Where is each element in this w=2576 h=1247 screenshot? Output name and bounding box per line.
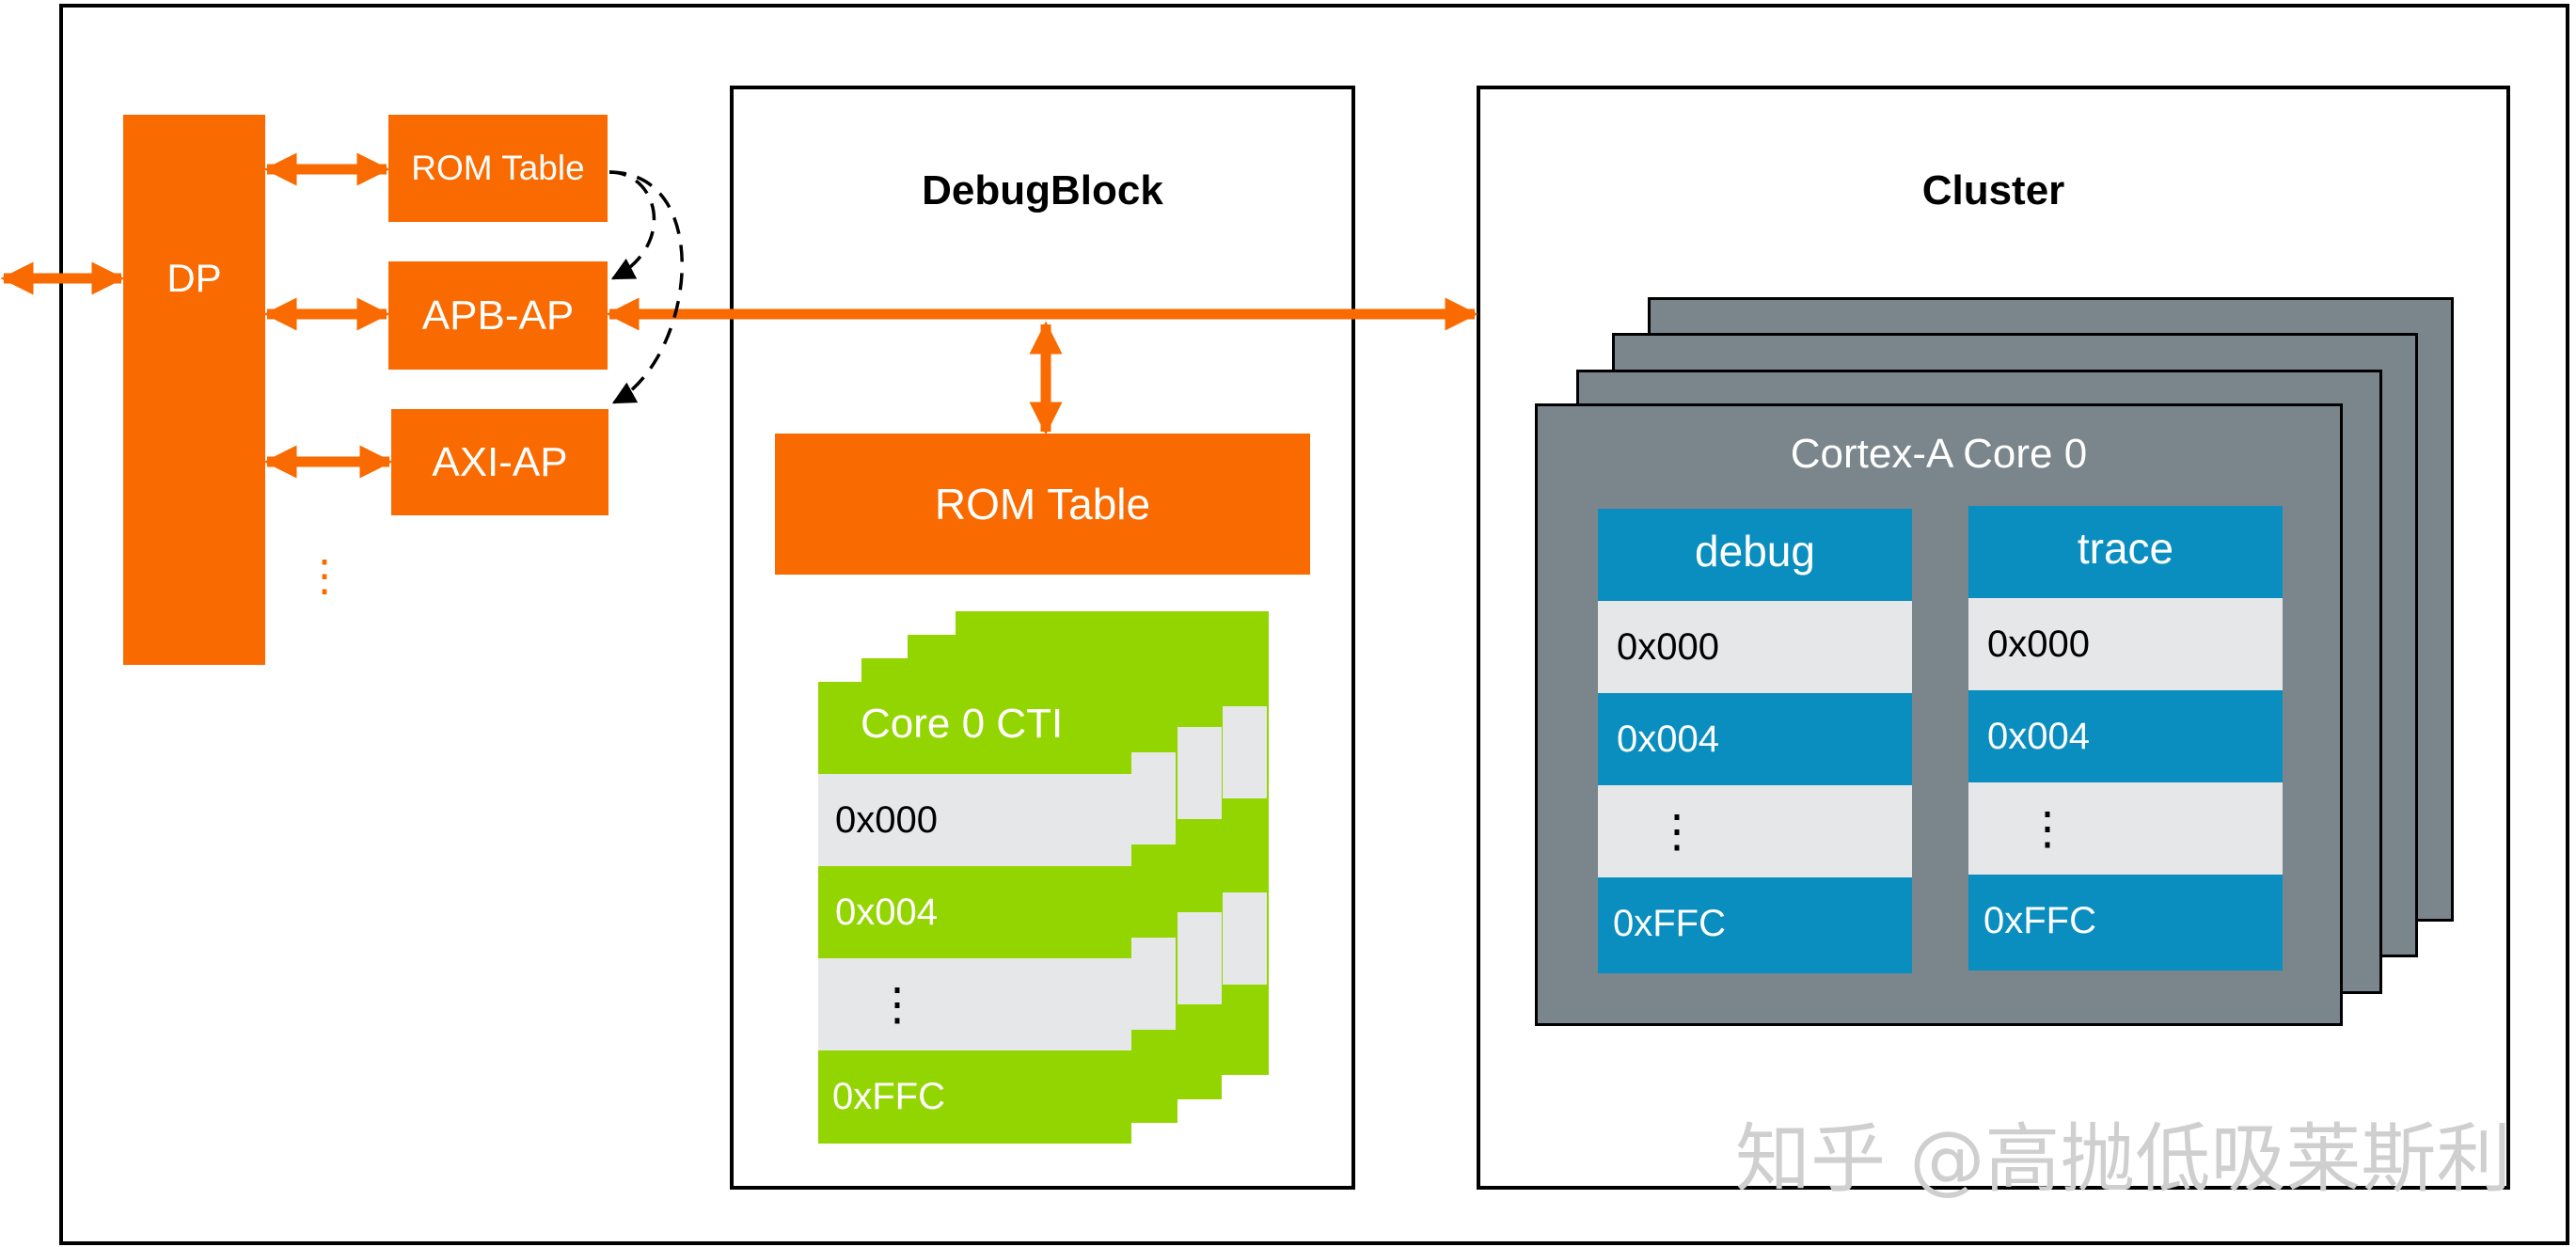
cti-back-stripe: [1177, 912, 1222, 1004]
core-title: Cortex-A Core 0: [1790, 431, 2088, 477]
core-trace-block: trace 0x000 0x004 ⋮ 0xFFC: [1968, 506, 2283, 971]
axi-ap-block: AXI-AP: [391, 409, 608, 515]
core-debug-offset: 0x000: [1617, 625, 1719, 668]
cti-back-stripe: [1131, 752, 1176, 844]
cti-offset: 0xFFC: [832, 1075, 945, 1117]
cti-row: 0x004: [818, 866, 1131, 958]
debugblock-rom-table: ROM Table: [775, 434, 1310, 575]
cti-row: 0x000: [818, 774, 1131, 866]
core-trace-row: ⋮: [1968, 782, 2283, 875]
cti-row: ⋮: [818, 958, 1131, 1050]
cti-row: 0xFFC: [818, 1050, 1131, 1143]
core-trace-row: 0x000: [1968, 598, 2283, 690]
core-debug-row: 0x004: [1598, 693, 1912, 785]
core-trace-offset: 0x004: [1987, 715, 2090, 757]
core-debug-block: debug 0x000 0x004 ⋮ 0xFFC: [1598, 509, 1912, 973]
dp-block: DP: [123, 115, 265, 665]
core-debug-row: 0xFFC: [1598, 877, 1912, 970]
debugblock-title: DebugBlock: [922, 167, 1163, 213]
core-trace-ellipsis: ⋮: [2025, 804, 2070, 854]
core-trace-row: 0xFFC: [1968, 875, 2283, 967]
cti-back-stripe: [1223, 892, 1267, 985]
axi-ap-label: AXI-AP: [432, 438, 568, 485]
debugblock-rom-table-label: ROM Table: [934, 480, 1151, 529]
core-debug-offset: 0xFFC: [1613, 902, 1726, 944]
ap-ellipsis: ⋮: [303, 551, 346, 600]
cti-ellipsis: ⋮: [875, 980, 920, 1030]
core-trace-offset: 0xFFC: [1983, 899, 2096, 941]
cti-offset: 0x000: [835, 798, 938, 841]
core-debug-row: ⋮: [1598, 785, 1912, 877]
cti-back-stripe: [1223, 706, 1267, 798]
core-trace-offset: 0x000: [1987, 623, 2090, 665]
core-debug-offset: 0x004: [1617, 718, 1719, 760]
core-debug-row: 0x000: [1598, 601, 1912, 693]
watermark: 知乎 @高抛低吸莱斯利: [1735, 1115, 2512, 1203]
cti-title: Core 0 CTI: [861, 701, 1064, 747]
apb-ap-block: APB-AP: [388, 261, 608, 370]
rom-to-axi-dashed: [608, 170, 684, 404]
cti-back-stripe: [1177, 727, 1222, 819]
cti-offset: 0x004: [835, 891, 938, 933]
rom-table-ap-label: ROM Table: [411, 149, 585, 187]
rom-to-apb-dashed: [608, 170, 656, 280]
cti-card: Core 0 CTI 0x000 0x004 ⋮ 0xFFC: [818, 682, 1131, 1144]
dp-label: DP: [166, 256, 222, 300]
apb-ap-label: APB-AP: [421, 292, 575, 339]
core-debug-ellipsis: ⋮: [1654, 807, 1699, 857]
core-trace-title: trace: [2077, 524, 2174, 573]
core-card: Cortex-A Core 0 debug 0x000 0x004 ⋮ 0xFF…: [1535, 403, 2343, 1026]
core-debug-title: debug: [1695, 527, 1815, 576]
core-trace-row: 0x004: [1968, 690, 2283, 782]
cti-back-stripe: [1131, 938, 1176, 1030]
cluster-title: Cluster: [1921, 167, 2065, 213]
rom-table-ap-block: ROM Table: [388, 115, 608, 222]
